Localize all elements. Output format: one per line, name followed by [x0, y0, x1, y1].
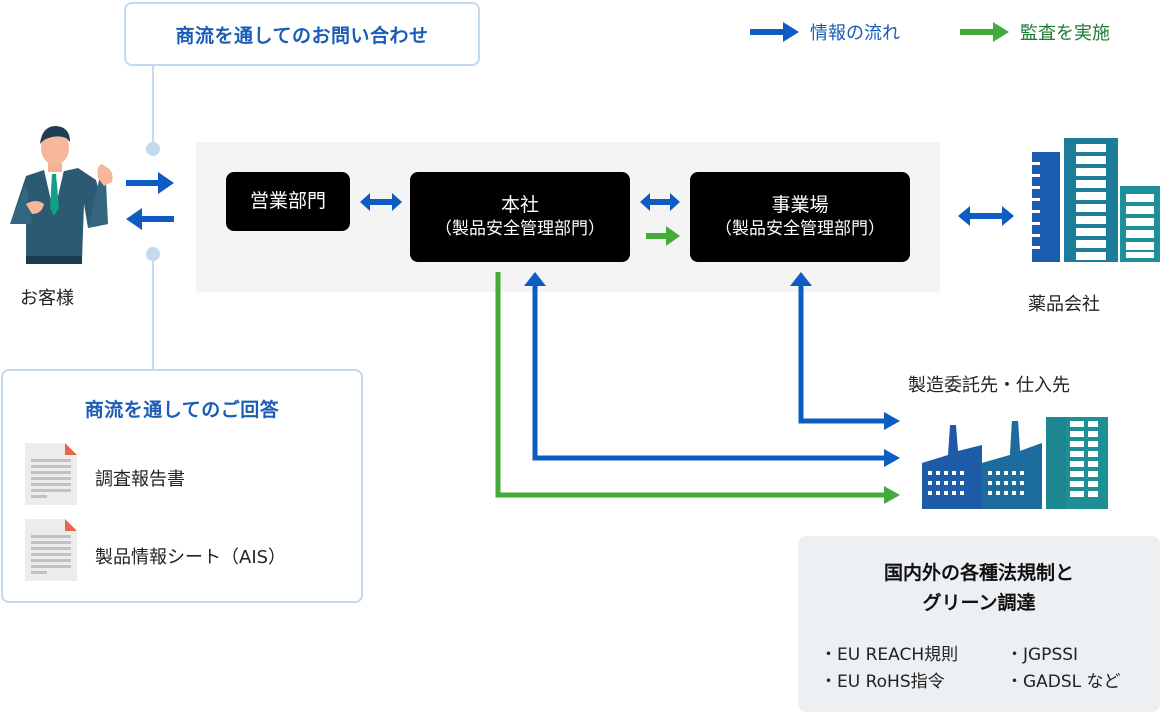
legend-info-arrow-icon [750, 22, 799, 42]
inquiry-callout-title: 商流を通してのお問い合わせ [175, 25, 429, 47]
legend-audit-label: 監査を実施 [1020, 23, 1110, 44]
up-arrowhead-icon [790, 272, 812, 286]
sales-department-title: 営業部門 [249, 189, 326, 212]
connector-dot-top [146, 142, 160, 156]
business-site-node: 事業場 （製品安全管理部門） [690, 172, 910, 262]
document-label: 製品情報シート（AIS） [95, 547, 287, 568]
audit-arrow-icon [646, 226, 680, 246]
pharma-label: 薬品会社 [1028, 294, 1100, 315]
arrow-to-company-icon [126, 172, 174, 194]
businessman-icon [10, 126, 113, 264]
customer-label: お客様 [20, 288, 74, 309]
office-buildings-icon [1032, 138, 1160, 262]
response-connector [152, 261, 154, 369]
double-arrow-icon [958, 206, 1014, 226]
info-line-hq-supplier [532, 285, 888, 461]
regulations-title-line2: グリーン調達 [922, 592, 1036, 614]
sales-department-node: 営業部門 [226, 172, 350, 231]
document-icon [25, 519, 77, 581]
right-arrowhead-icon [884, 412, 900, 430]
response-callout-title: 商流を通してのご回答 [84, 399, 280, 421]
audit-arrowhead-icon [884, 486, 900, 504]
regulations-box: 国内外の各種法規制と グリーン調達 ・EU REACH規則 ・JGPSSI ・E… [798, 536, 1160, 712]
double-arrow-icon [360, 193, 402, 211]
up-arrowhead-icon [524, 272, 546, 286]
legend-audit-arrow-icon [960, 22, 1009, 42]
regulation-item: ・EU RoHS指令 [820, 672, 945, 692]
headquarters-title: 本社 [500, 193, 539, 216]
audit-line-hq-to-supplier [495, 272, 888, 498]
regulation-item: ・JGPSSI [1006, 645, 1079, 665]
info-line-site-supplier [798, 285, 888, 424]
suppliers-label: 製造委託先・仕入先 [908, 375, 1070, 396]
arrow-to-customer-icon [126, 208, 174, 230]
inquiry-callout: 商流を通してのお問い合わせ [124, 2, 480, 66]
double-arrow-icon [640, 193, 680, 211]
regulations-title-line1: 国内外の各種法規制と [883, 562, 1074, 584]
headquarters-node: 本社 （製品安全管理部門） [410, 172, 630, 262]
right-arrowhead-icon [884, 449, 900, 467]
business-site-subtitle: （製品安全管理部門） [715, 219, 885, 240]
connector-dot-bottom [146, 247, 160, 261]
document-icon [25, 443, 77, 505]
headquarters-subtitle: （製品安全管理部門） [435, 219, 605, 240]
regulation-item: ・GADSL など [1006, 672, 1121, 692]
legend-info-label: 情報の流れ [810, 23, 900, 44]
document-label: 調査報告書 [95, 469, 185, 490]
inquiry-connector [152, 66, 154, 144]
response-callout: 商流を通してのご回答 調査報告書 製品情報シート（AIS） [1, 369, 363, 603]
business-site-title: 事業場 [771, 193, 829, 216]
regulation-item: ・EU REACH規則 [820, 645, 959, 665]
factory-icon [922, 417, 1108, 509]
